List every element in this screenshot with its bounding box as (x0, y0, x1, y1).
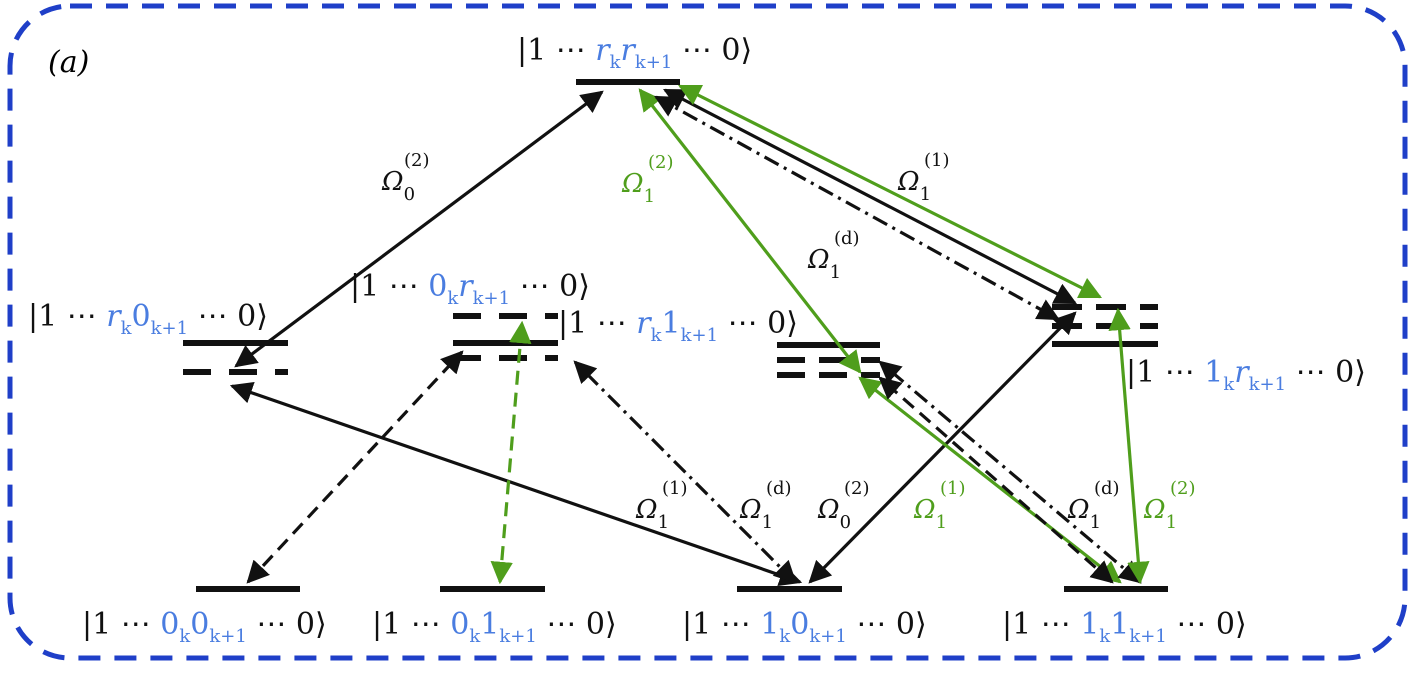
transition-10-0r-d (573, 360, 797, 584)
state-label-r0: |1 ⋯ rk0k+1 ⋯ 0⟩ (28, 299, 268, 339)
coupling-label-o1-d-bot2: Ω1 (d) (1067, 478, 1120, 533)
transition-11-r1-green (858, 376, 1122, 584)
svg-text:|1 ⋯ rkrk+1 ⋯ 0⟩: |1 ⋯ rkrk+1 ⋯ 0⟩ (517, 33, 752, 73)
state-label-r1: |1 ⋯ rk1k+1 ⋯ 0⟩ (558, 306, 798, 346)
svg-text:(d): (d) (834, 228, 860, 249)
transition-10-1r (808, 311, 1077, 584)
state-label-10: |1 ⋯ 1k0k+1 ⋯ 0⟩ (682, 607, 927, 647)
coupling-label-o1-2-bot-green: Ω1 (2) (1143, 478, 1196, 533)
state-label-11: |1 ⋯ 1k1k+1 ⋯ 0⟩ (1002, 607, 1247, 647)
svg-text:(2): (2) (1170, 478, 1196, 499)
svg-text:(d): (d) (766, 478, 792, 499)
state-label-01: |1 ⋯ 0k1k+1 ⋯ 0⟩ (372, 607, 617, 647)
coupling-label-o0-2-bot: Ω0 (2) (817, 478, 870, 533)
svg-text:Ω1: Ω1 (635, 495, 669, 533)
svg-text:|1 ⋯ rk0k+1 ⋯ 0⟩: |1 ⋯ rk0k+1 ⋯ 0⟩ (28, 299, 268, 339)
svg-text:Ω1: Ω1 (1143, 495, 1177, 533)
svg-text:Ω1: Ω1 (807, 245, 841, 283)
coupling-label-o1-d-bot: Ω1 (d) (739, 478, 792, 533)
state-label-00: |1 ⋯ 0k0k+1 ⋯ 0⟩ (82, 607, 327, 647)
transition-r0-rr (234, 90, 604, 368)
transition-11-r1-d (878, 360, 1142, 584)
svg-text:Ω1: Ω1 (739, 495, 773, 533)
state-label-rr: |1 ⋯ rkrk+1 ⋯ 0⟩ (517, 33, 752, 73)
state-label-0r: |1 ⋯ 0krk+1 ⋯ 0⟩ (350, 269, 590, 309)
coupling-label-o1-d-top: Ω1 (d) (807, 228, 860, 283)
svg-text:|1 ⋯ 1krk+1 ⋯ 0⟩: |1 ⋯ 1krk+1 ⋯ 0⟩ (1126, 355, 1366, 395)
svg-text:|1 ⋯ rk1k+1 ⋯ 0⟩: |1 ⋯ rk1k+1 ⋯ 0⟩ (558, 306, 798, 346)
coupling-label-o1-1-top: Ω1 (1) (897, 150, 950, 205)
svg-text:Ω0: Ω0 (817, 495, 851, 533)
svg-text:(1): (1) (940, 478, 966, 499)
panel-label: (a) (48, 45, 89, 80)
coupling-label-o1-1-bot-green: Ω1 (1) (913, 478, 966, 533)
transition-rr-1r-d (654, 95, 1060, 321)
svg-text:Ω1: Ω1 (897, 167, 931, 205)
state-label-1r: |1 ⋯ 1krk+1 ⋯ 0⟩ (1126, 355, 1366, 395)
svg-text:Ω1: Ω1 (913, 495, 947, 533)
svg-text:|1 ⋯ 0k0k+1 ⋯ 0⟩: |1 ⋯ 0k0k+1 ⋯ 0⟩ (82, 607, 327, 647)
coupling-label-o1-2-top: Ω1 (2) (621, 152, 674, 207)
svg-text:Ω1: Ω1 (1067, 495, 1101, 533)
coupling-label-o0-2-top: Ω0 (2) (381, 150, 430, 205)
transition-00-0r (246, 350, 464, 584)
svg-text:Ω0: Ω0 (381, 167, 415, 205)
svg-text:(1): (1) (662, 478, 688, 499)
svg-text:(1): (1) (924, 150, 950, 171)
svg-text:|1 ⋯ 0k1k+1 ⋯ 0⟩: |1 ⋯ 0k1k+1 ⋯ 0⟩ (372, 607, 617, 647)
transition-11-r1-dashed (878, 376, 1114, 584)
svg-text:(d): (d) (1094, 478, 1120, 499)
svg-text:(2): (2) (404, 150, 430, 171)
transition-rr-1r-1 (663, 88, 1077, 305)
svg-text:|1 ⋯ 1k0k+1 ⋯ 0⟩: |1 ⋯ 1k0k+1 ⋯ 0⟩ (682, 607, 927, 647)
svg-text:Ω1: Ω1 (621, 169, 655, 207)
svg-text:|1 ⋯ 1k1k+1 ⋯ 0⟩: |1 ⋯ 1k1k+1 ⋯ 0⟩ (1002, 607, 1247, 647)
panel-frame (7, 3, 1408, 661)
svg-text:(2): (2) (648, 152, 674, 173)
transition-01-0r (490, 320, 532, 585)
svg-text:(2): (2) (844, 478, 870, 499)
transition-rr-1r-green (677, 84, 1103, 299)
svg-text:|1 ⋯ 0krk+1 ⋯ 0⟩: |1 ⋯ 0krk+1 ⋯ 0⟩ (350, 269, 590, 309)
transition-10-r0 (229, 381, 803, 587)
transition-11-1r-green (1108, 307, 1150, 585)
coupling-label-o1-1-bot: Ω1 (1) (635, 478, 688, 533)
